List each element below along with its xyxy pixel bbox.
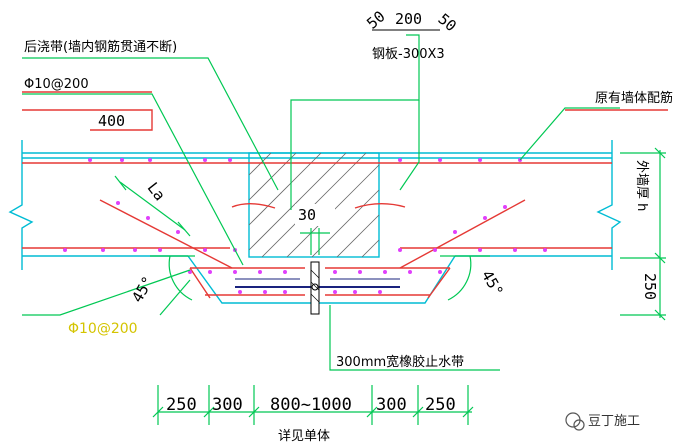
bottom-dim-1: 250: [166, 395, 197, 415]
rebar-label-top: Φ10@200: [24, 77, 89, 92]
steel-plate-label: 钢板-300X3: [372, 47, 445, 62]
bottom-dim-5: 250: [425, 395, 456, 415]
waterstop-label: 300mm宽橡胶止水带: [336, 354, 464, 370]
rebar-label-bottom: Φ10@200: [68, 321, 138, 337]
angle-left-label: 45°: [128, 273, 157, 305]
gap-30-label: 30: [298, 206, 316, 224]
waterstop-assembly: [235, 261, 400, 315]
leader-lines: [22, 34, 666, 425]
wall-outline: [8, 140, 622, 304]
rebar-dots: [63, 158, 547, 294]
rebar-lines: [22, 91, 668, 299]
plate-dim-right: 50: [434, 10, 459, 35]
watermark-text: 豆丁施工: [588, 414, 640, 429]
existing-wall-rebar-label: 原有墙体配筋: [595, 90, 673, 106]
plate-dim-left: 50: [363, 7, 388, 32]
length-400-label: 400: [98, 112, 125, 130]
wall-thickness-label: 外墙厚 h: [634, 160, 649, 211]
detail-ref-label: 详见单体: [278, 429, 330, 444]
watermark: 豆丁施工: [565, 412, 640, 431]
right-250-label: 250: [641, 273, 659, 300]
bottom-dim-2: 300: [212, 395, 243, 415]
bottom-dim-3: 800~1000: [270, 395, 352, 415]
post-pour-strip-label: 后浇带(墙内钢筋贯通不断): [24, 39, 177, 55]
angle-right-label: 45°: [478, 267, 507, 299]
bottom-dim-4: 300: [376, 395, 407, 415]
rubber-waterstop: [310, 261, 320, 315]
gap-label-bg: [295, 204, 335, 226]
la-label: La: [144, 179, 169, 204]
plate-dim-mid: 200: [395, 10, 422, 28]
